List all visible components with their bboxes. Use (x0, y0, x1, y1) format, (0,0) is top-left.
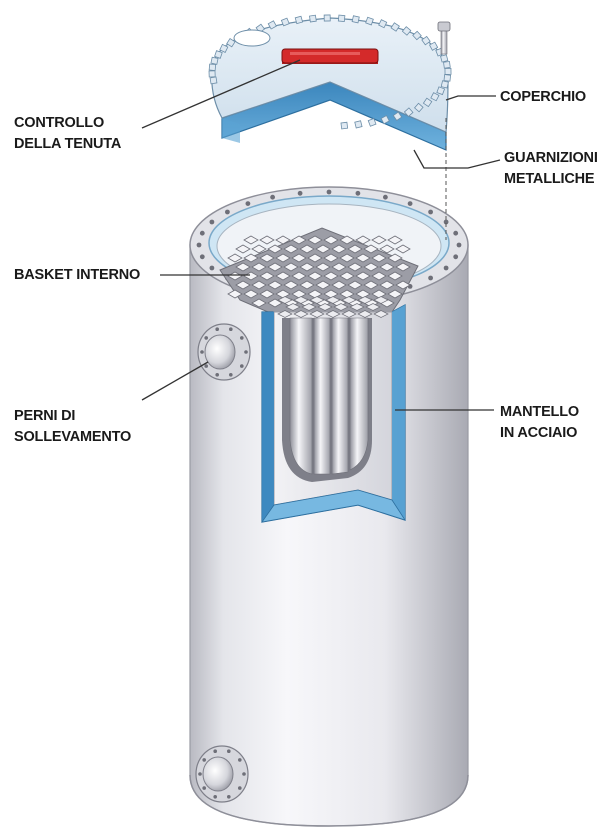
pin-bolt (213, 795, 217, 799)
flange-bolt-hole (453, 231, 458, 236)
pin-bolt (202, 758, 206, 762)
label-perni-sollevamento: PERNI DI SOLLEVAMENTO (14, 406, 131, 448)
lifting-pin-lower (196, 746, 248, 802)
flange-bolt-hole (383, 195, 388, 200)
flange-bolt-hole (356, 191, 361, 196)
lid-tooth (355, 121, 362, 128)
label-basket-line1: BASKET INTERNO (14, 265, 140, 286)
lid-tooth (324, 15, 330, 21)
flange-bolt-hole (408, 201, 413, 206)
lid-tooth (309, 15, 316, 22)
lid-tooth (441, 55, 448, 62)
lifting-pin-upper (198, 324, 250, 380)
label-coperchio: COPERCHIO (500, 87, 586, 108)
label-perni-line1: PERNI DI (14, 406, 131, 427)
label-guarnizioni: GUARNIZIONI METALLICHE (504, 148, 598, 190)
pin-bolt (238, 786, 242, 790)
lid-tooth (209, 64, 215, 70)
lid-tooth (445, 68, 451, 74)
pin-bolt (240, 364, 244, 368)
pin-bolt (244, 350, 248, 354)
label-controllo-line1: CONTROLLO (14, 113, 121, 134)
flange-bolt-hole (197, 243, 202, 248)
flange-bolt-hole (453, 254, 458, 259)
label-controllo-line2: DELLA TENUTA (14, 134, 121, 155)
lid-tooth (444, 75, 451, 82)
flange-bolt-hole (457, 243, 462, 248)
fuel-rods (290, 318, 368, 474)
label-mantello-line2: IN ACCIAIO (500, 423, 579, 444)
lid-tooth (341, 122, 348, 129)
lid-tooth (215, 51, 223, 59)
cutaway-section (262, 297, 405, 523)
lid-tooth (352, 16, 359, 23)
lid-tooth (210, 77, 217, 84)
lid-tooth (338, 15, 345, 22)
label-mantello-line1: MANTELLO (500, 402, 579, 423)
flange-bolt-hole (298, 191, 303, 196)
flange-bolt-hole (428, 276, 433, 281)
label-basket-interno: BASKET INTERNO (14, 265, 140, 286)
flange-bolt-hole (246, 201, 251, 206)
leader-guarnizioni (414, 150, 500, 168)
lid-tooth (209, 71, 215, 77)
flange-bolt-hole (200, 254, 205, 259)
pin-bolt (204, 336, 208, 340)
pin-bolt (215, 373, 219, 377)
label-perni-line2: SOLLEVAMENTO (14, 427, 131, 448)
pin-bolt (213, 749, 217, 753)
pin-bolt (242, 772, 246, 776)
pin-bolt (227, 795, 231, 799)
flange-bolt-hole (444, 266, 449, 271)
flange-bolt-hole (428, 210, 433, 215)
pin-bolt (200, 350, 204, 354)
flange-bolt-hole (225, 210, 230, 215)
pin-bolt (202, 786, 206, 790)
label-controllo-tenuta: CONTROLLO DELLA TENUTA (14, 113, 121, 155)
lid-tooth (441, 81, 448, 88)
pin-bolt (198, 772, 202, 776)
pin-bolt (227, 749, 231, 753)
flange-bolt-hole (327, 190, 332, 195)
lid-tooth (444, 61, 451, 68)
pin-bolt (229, 327, 233, 331)
pin-bolt (240, 336, 244, 340)
pin-bolt (215, 327, 219, 331)
leader-coperchio (446, 96, 496, 100)
flange-bolt-hole (200, 231, 205, 236)
label-guarnizioni-line2: METALLICHE (504, 169, 598, 190)
pin-bolt (204, 364, 208, 368)
lid (209, 15, 451, 150)
label-coperchio-line1: COPERCHIO (500, 87, 586, 108)
label-guarnizioni-line1: GUARNIZIONI (504, 148, 598, 169)
flange-bolt-hole (270, 195, 275, 200)
pin-bolt (238, 758, 242, 762)
flange-bolt-hole (210, 220, 215, 225)
flange-bolt-hole (210, 266, 215, 271)
pin-bolt (229, 373, 233, 377)
label-mantello-acciaio: MANTELLO IN ACCIAIO (500, 402, 579, 444)
lid-tooth (211, 57, 218, 64)
lid-tooth (295, 16, 302, 23)
